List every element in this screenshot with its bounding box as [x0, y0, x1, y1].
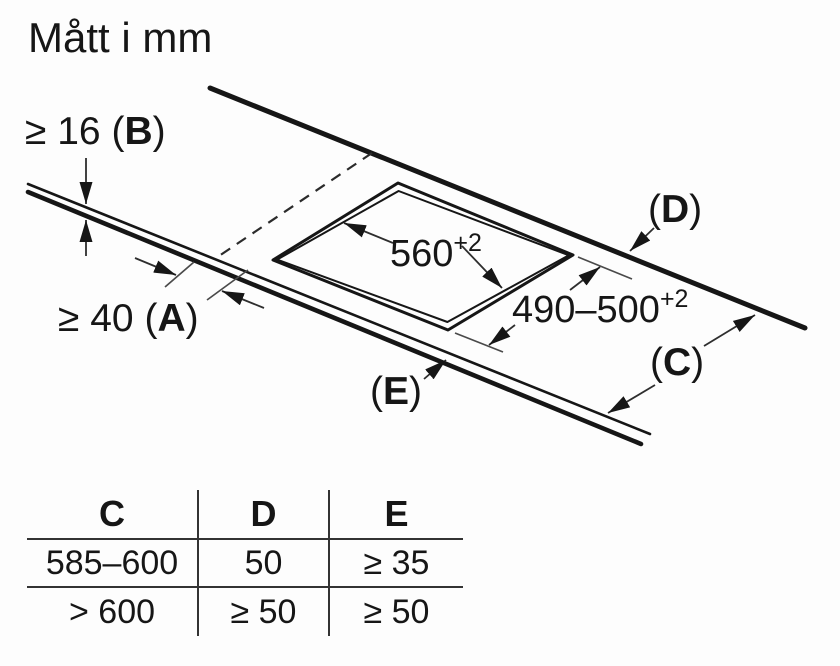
dim-depth-lower-arrow [488, 324, 516, 346]
dim-width-value: 560+2 [390, 229, 482, 275]
dim-depth-lower-extension-tick [454, 332, 504, 353]
label-e-leader-arrow [423, 359, 447, 380]
label-c-lower-leader-arrow [607, 384, 656, 414]
dim-width-right-arrow [461, 245, 503, 289]
worktop-front-top-line [26, 182, 652, 436]
label-c: (C) [650, 341, 704, 384]
dim-a-label: ≥ 40 (A) [58, 297, 199, 340]
label-d-leader-arrow [629, 227, 655, 252]
dim-depth-upper-arrow [569, 266, 601, 291]
table-cell: > 600 [68, 592, 156, 631]
table-cell: 585–600 [27, 540, 197, 588]
label-e: (E) [370, 370, 422, 413]
table-cell: ≥ 35 [328, 540, 463, 588]
dim-depth-upper-extension-tick [577, 256, 633, 280]
cutout-inner-rect [276, 190, 570, 323]
dim-a-left-extension-tick [164, 261, 195, 288]
table-header-e: E [328, 490, 463, 540]
table-cell: ≥ 50 [328, 588, 463, 636]
hidden-side-edge-dashed-line [215, 152, 373, 259]
dim-a-right-extension-tick [206, 269, 249, 301]
dim-depth-value: 490–500+2 [512, 285, 688, 331]
worktop-front-bottom-line [25, 189, 644, 447]
table-cell: 50 [197, 540, 328, 588]
cutout-outer-rect [271, 181, 575, 332]
worktop-back-edge-line [207, 85, 808, 331]
label-d: (D) [648, 188, 702, 231]
page-title: Mått i mm [28, 14, 212, 61]
dim-a-left-arrow [134, 257, 177, 276]
table-cell: ≥ 50 [197, 588, 328, 636]
label-c-upper-leader-arrow [703, 314, 756, 347]
dim-a-right-arrow [221, 290, 265, 309]
dimension-table: C D E 585–600 50 ≥ 35 > 600 ≥ 50 ≥ 50 [27, 490, 463, 636]
table-header-d: D [197, 490, 328, 540]
table-header-c: C [27, 490, 197, 540]
dim-b-label: ≥ 16 (B) [25, 110, 166, 153]
dim-width-left-arrow [343, 222, 394, 244]
